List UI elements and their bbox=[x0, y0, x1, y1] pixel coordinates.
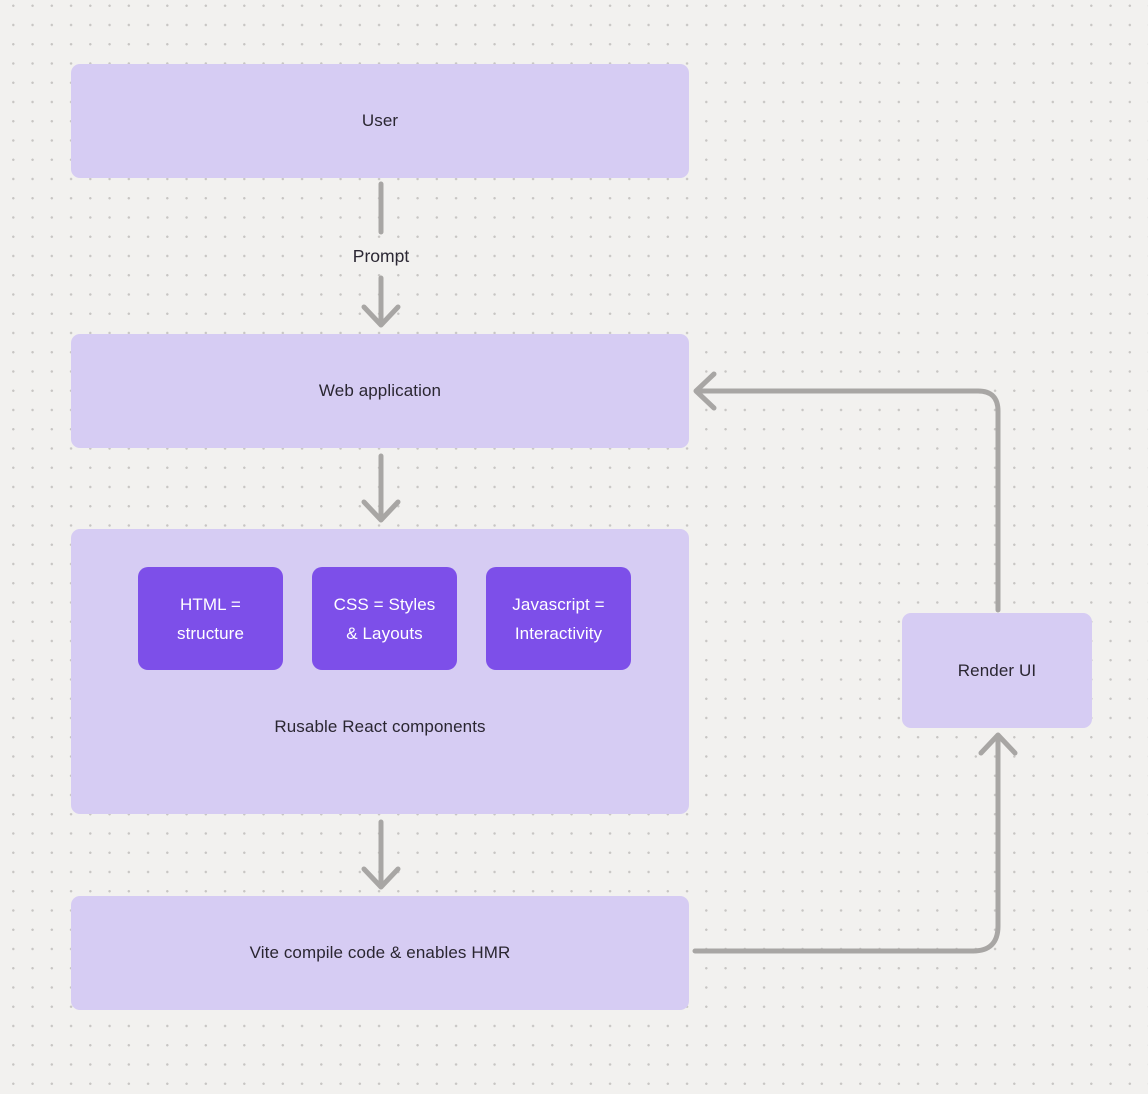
node-html-structure-line2: structure bbox=[176, 623, 245, 643]
edge-label-prompt: Prompt bbox=[352, 246, 410, 266]
connector-web-application-to-components-arrow bbox=[361, 453, 401, 523]
connector-prompt-to-web-application-arrow bbox=[361, 275, 401, 328]
node-vite-label: Vite compile code & enables HMR bbox=[249, 943, 511, 962]
node-user[interactable]: User bbox=[71, 64, 689, 178]
node-vite[interactable]: Vite compile code & enables HMR bbox=[71, 896, 689, 1010]
connector-components-to-vite-arrow bbox=[361, 819, 401, 890]
node-css-styles-line2: & Layouts bbox=[346, 623, 423, 643]
node-javascript-interactivity[interactable]: Javascript = Interactivity bbox=[486, 567, 631, 670]
node-html-structure[interactable]: HTML = structure bbox=[138, 567, 283, 670]
node-css-styles[interactable]: CSS = Styles & Layouts bbox=[312, 567, 457, 670]
node-web-application[interactable]: Web application bbox=[71, 334, 689, 448]
node-css-styles-line1: CSS = Styles bbox=[333, 594, 436, 614]
node-render-ui-label: Render UI bbox=[957, 660, 1037, 680]
connector-vite-to-render-ui-arrow bbox=[692, 732, 1018, 954]
node-javascript-interactivity-line1: Javascript = bbox=[512, 594, 605, 614]
node-javascript-interactivity-line2: Interactivity bbox=[514, 623, 603, 643]
node-render-ui[interactable]: Render UI bbox=[902, 613, 1092, 728]
node-user-label: User bbox=[361, 111, 399, 130]
node-components-group[interactable]: HTML = structure CSS = Styles & Layouts … bbox=[71, 529, 689, 814]
connector-render-ui-to-web-application-arrow bbox=[693, 371, 1001, 613]
components-caption: Rusable React components bbox=[274, 717, 486, 736]
node-web-application-label: Web application bbox=[318, 381, 442, 400]
node-html-structure-line1: HTML = bbox=[180, 594, 241, 614]
